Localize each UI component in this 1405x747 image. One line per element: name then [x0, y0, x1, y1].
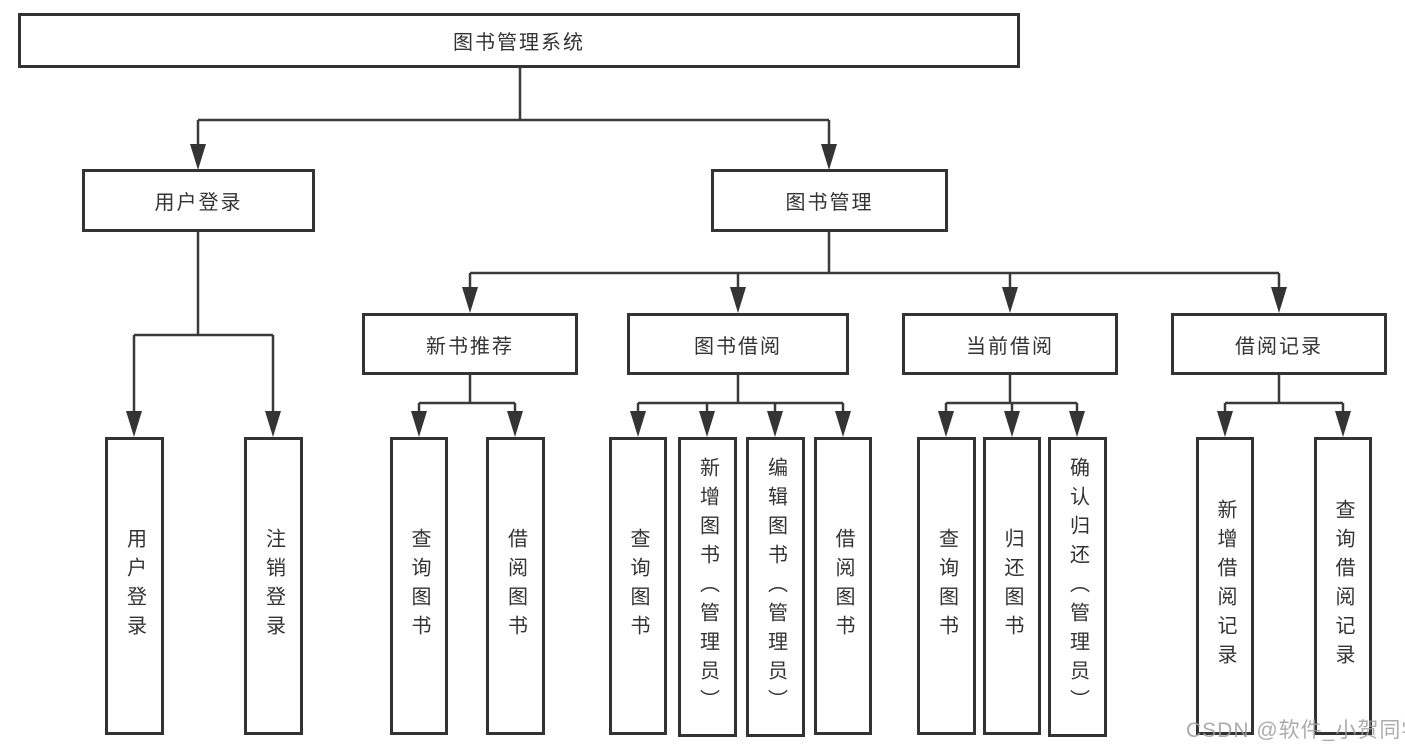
arrowhead — [835, 411, 851, 437]
leaf-return-book: 归还图书 — [983, 437, 1041, 735]
node-borrow-records-label: 借阅记录 — [1235, 335, 1323, 358]
leaf-query-borrow-record-label: 查询借阅记录 — [1332, 499, 1354, 673]
leaf-borrow-query-book-label: 查询图书 — [627, 528, 649, 644]
node-library-system: 图书管理系统 — [18, 13, 1020, 68]
leaf-current-query-book: 查询图书 — [917, 437, 976, 735]
node-user-login: 用户登录 — [82, 169, 315, 232]
leaf-recommend-query-book: 查询图书 — [390, 437, 448, 735]
leaf-edit-book-admin-label: 编辑图书（管理员） — [764, 456, 787, 718]
leaf-recommend-borrow-book-label: 借阅图书 — [504, 528, 527, 644]
arrowhead — [462, 287, 478, 313]
node-borrow-records: 借阅记录 — [1171, 313, 1387, 375]
arrowhead — [1271, 287, 1287, 313]
arrowhead — [1217, 411, 1233, 437]
node-book-management-label: 图书管理 — [785, 192, 874, 214]
leaf-current-query-book-label: 查询图书 — [935, 528, 958, 644]
leaf-return-book-label: 归还图书 — [1001, 528, 1023, 644]
csdn-watermark: CSDN @软件_小贺同学 — [1186, 719, 1405, 742]
leaf-confirm-return-admin: 确认归还（管理员） — [1048, 437, 1107, 737]
leaf-confirm-return-admin-label: 确认归还（管理员） — [1066, 456, 1089, 718]
leaf-recommend-borrow-book: 借阅图书 — [486, 437, 545, 735]
arrowhead — [821, 144, 837, 170]
leaf-user-login-label: 用户登录 — [123, 528, 146, 644]
arrowhead — [730, 287, 746, 313]
leaf-add-book-admin: 新增图书（管理员） — [678, 437, 737, 737]
leaf-borrow-query-book: 查询图书 — [609, 437, 667, 735]
leaf-add-borrow-record-label: 新增借阅记录 — [1214, 499, 1236, 673]
arrowhead — [411, 411, 427, 437]
arrowhead — [1069, 411, 1085, 437]
arrowhead — [190, 144, 206, 170]
leaf-logout-login-label: 注销登录 — [262, 528, 285, 644]
arrowhead — [938, 411, 954, 437]
node-book-borrow-label: 图书借阅 — [694, 335, 782, 358]
node-book-management: 图书管理 — [711, 169, 948, 232]
arrowhead — [767, 411, 783, 437]
node-library-system-label: 图书管理系统 — [453, 32, 585, 54]
leaf-borrow-borrow-book: 借阅图书 — [814, 437, 872, 735]
node-new-book-recommend-label: 新书推荐 — [426, 335, 514, 358]
leaf-add-borrow-record: 新增借阅记录 — [1196, 437, 1254, 735]
arrowhead — [1335, 411, 1351, 437]
node-current-borrow: 当前借阅 — [902, 313, 1118, 375]
arrowhead — [699, 411, 715, 437]
leaf-edit-book-admin: 编辑图书（管理员） — [746, 437, 805, 737]
leaf-add-book-admin-label: 新增图书（管理员） — [696, 456, 719, 718]
arrowhead — [265, 411, 281, 437]
arrowhead — [630, 411, 646, 437]
leaf-borrow-borrow-book-label: 借阅图书 — [832, 528, 854, 644]
arrowhead — [507, 411, 523, 437]
leaf-recommend-query-book-label: 查询图书 — [408, 528, 430, 644]
arrowhead — [126, 411, 142, 437]
node-book-borrow: 图书借阅 — [627, 313, 849, 375]
node-new-book-recommend: 新书推荐 — [362, 313, 578, 375]
node-current-borrow-label: 当前借阅 — [966, 335, 1054, 358]
leaf-query-borrow-record: 查询借阅记录 — [1314, 437, 1372, 735]
arrowhead — [1004, 411, 1020, 437]
leaf-logout-login: 注销登录 — [244, 437, 303, 735]
node-user-login-label: 用户登录 — [154, 192, 243, 214]
arrowhead — [1002, 287, 1018, 313]
leaf-user-login: 用户登录 — [105, 437, 164, 735]
